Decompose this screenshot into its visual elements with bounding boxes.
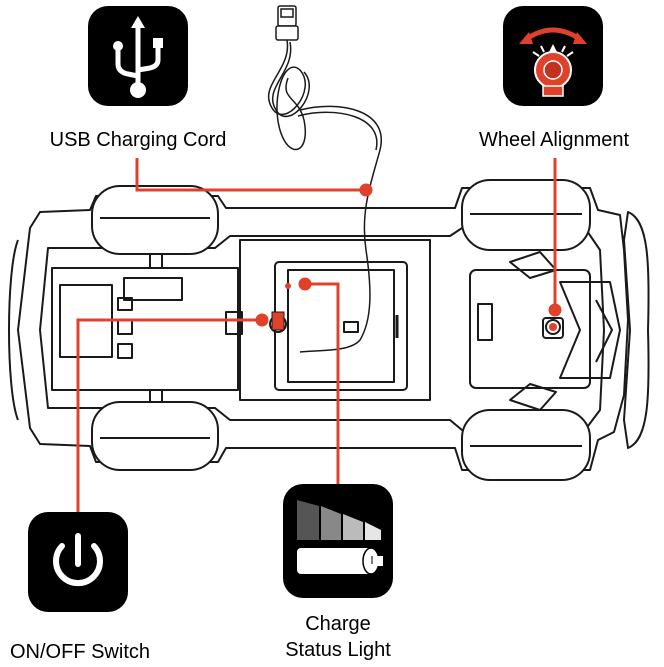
leader-lines	[76, 158, 557, 512]
wheels	[91, 179, 591, 481]
rear-right-wheel	[91, 401, 219, 471]
rear-left-wheel	[91, 185, 219, 255]
car-outline	[8, 187, 650, 471]
usb-cable	[267, 5, 383, 353]
power-icon-tile	[28, 512, 128, 612]
onoff-label: ON/OFF Switch	[9, 641, 150, 663]
usb-label: USB Charging Cord	[49, 129, 227, 151]
usb-leader-line	[135, 158, 366, 192]
charge-status-led	[285, 283, 291, 289]
usb-icon	[113, 16, 163, 98]
battery-level-icon	[297, 500, 383, 575]
power-icon	[53, 533, 103, 587]
alignment-dial-icon	[519, 27, 587, 97]
charge-icon-tile	[283, 484, 393, 598]
wheel-alignment-label: Wheel Alignment	[478, 129, 630, 151]
leader-endpoints	[255, 183, 562, 327]
usb-icon-tile	[88, 6, 188, 106]
charge-label-line1: Charge	[305, 613, 371, 635]
charge-leader-line	[305, 282, 340, 484]
charge-label-line2: Status Light	[285, 639, 391, 661]
onoff-switch	[271, 311, 285, 331]
power-leader-line	[76, 318, 262, 512]
alignment-icon-tile	[503, 6, 603, 106]
